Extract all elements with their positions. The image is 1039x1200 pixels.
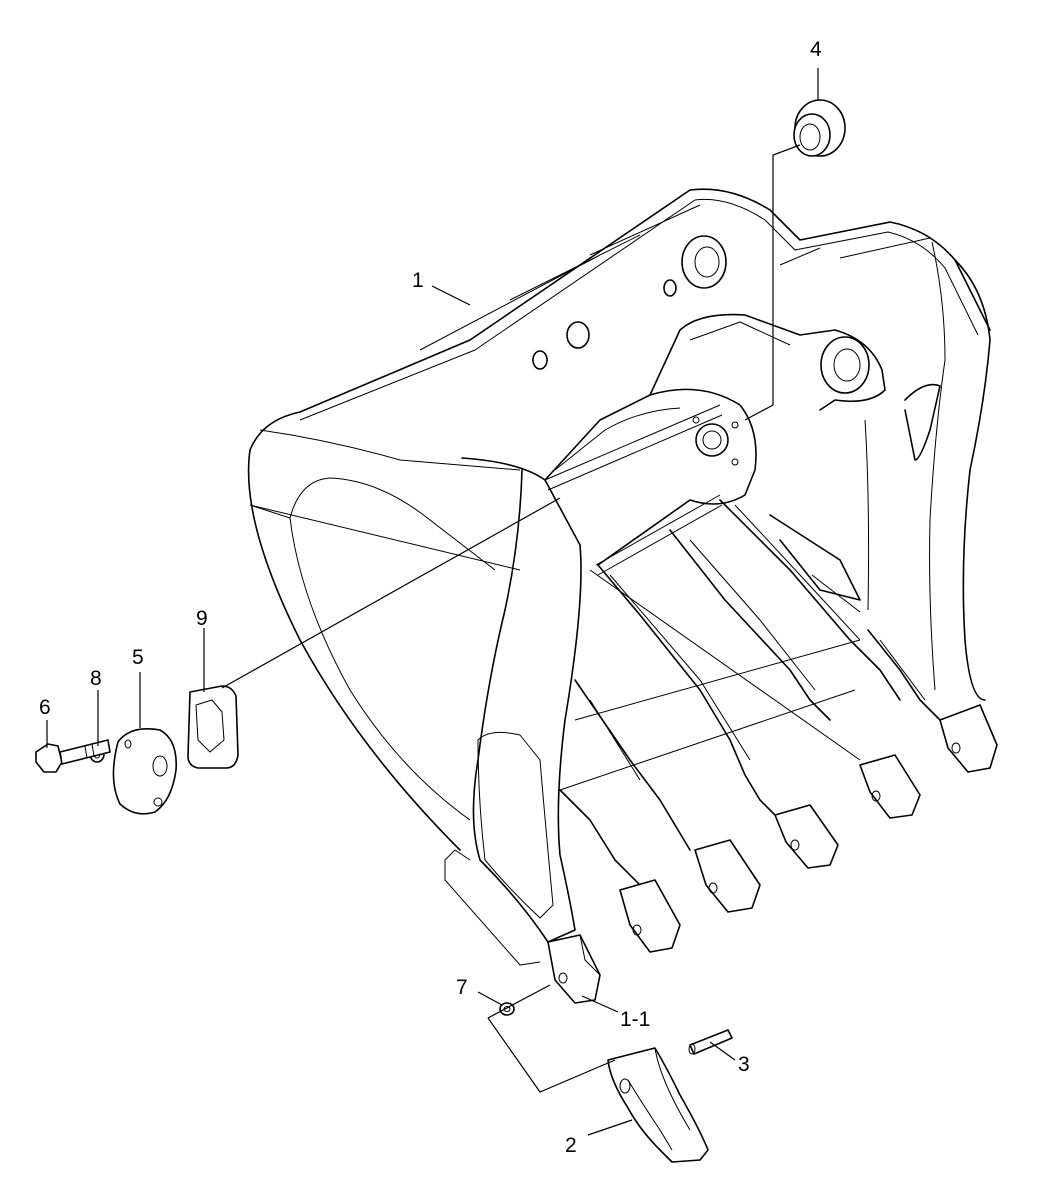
callout-labels: 4 1 9 5 8 6 7 1-1 3 2 [39,38,822,1157]
callout-8: 8 [90,667,102,690]
bushing-part-4 [793,99,846,157]
callout-5: 5 [132,646,144,669]
callout-2: 2 [565,1134,577,1157]
shim-part-9 [187,685,239,769]
bucket-body [247,188,998,1004]
callout-6: 6 [39,696,51,719]
tooth-part-2 [607,1047,709,1163]
callout-7: 7 [456,976,468,999]
callout-4: 4 [810,38,822,61]
flange-part-5 [112,728,177,815]
callout-3: 3 [738,1053,750,1076]
assembly-lines [46,68,819,1136]
callout-1-1: 1-1 [620,1008,650,1031]
callout-9: 9 [196,607,208,630]
callout-1: 1 [412,269,424,292]
